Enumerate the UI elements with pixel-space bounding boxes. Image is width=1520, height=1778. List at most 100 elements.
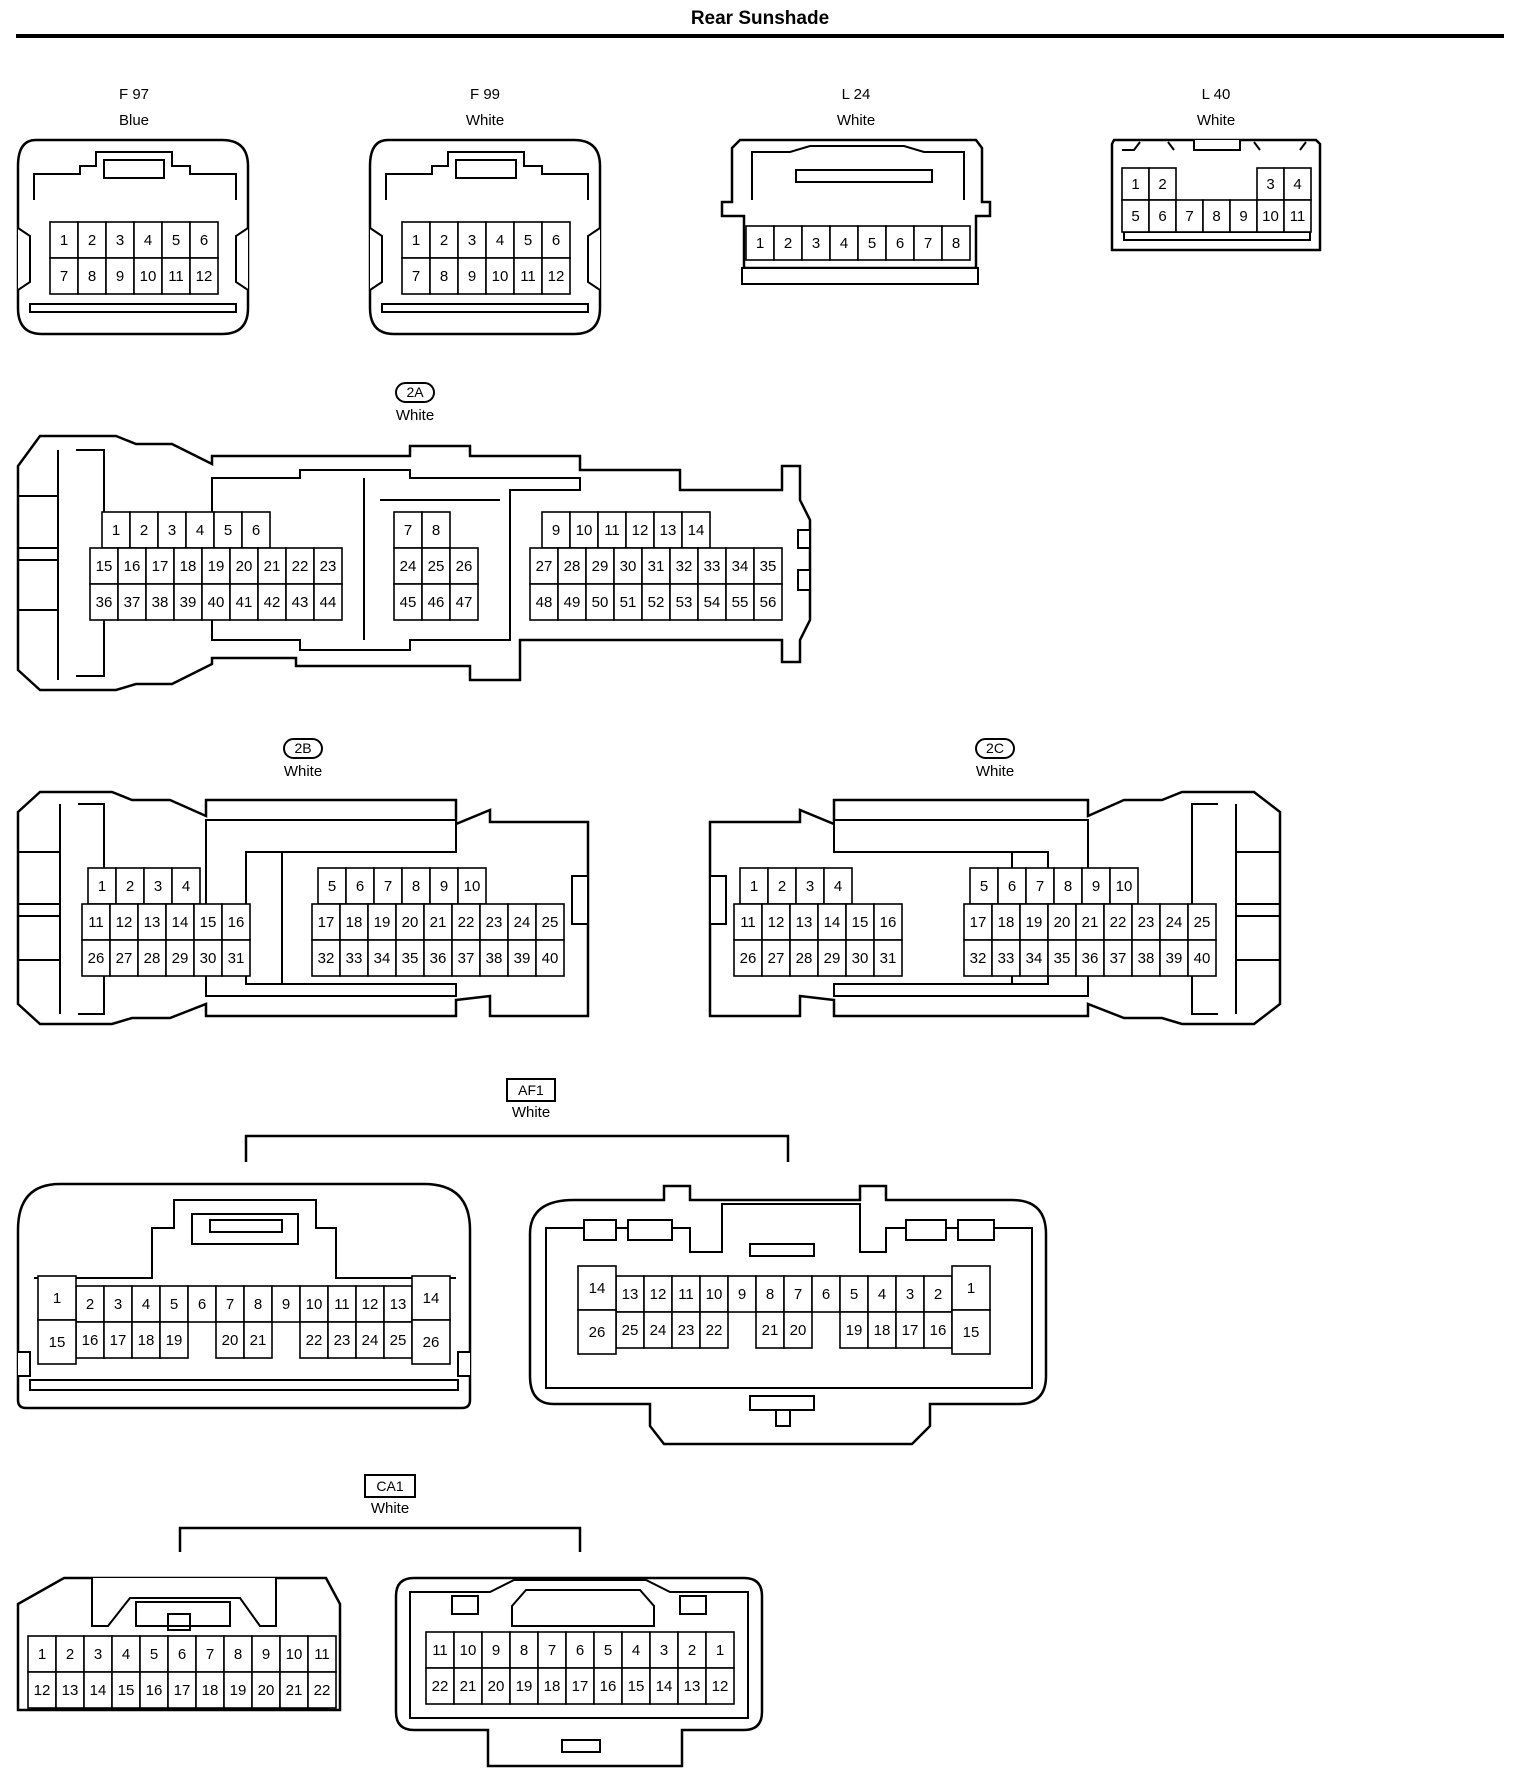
pin-af1-female-end-cell: [577, 1309, 617, 1355]
pin-c2c_right-cell: [1159, 903, 1189, 941]
pin-ca1_male-pin-label: 19: [230, 1682, 247, 1699]
pin-f97-pin-label: 11: [168, 268, 184, 285]
pin-c2a_right-pin-label: 29: [592, 558, 609, 575]
pin-ca1_male-pin-label: 1: [38, 1646, 46, 1663]
pin-c2b_right-pin-label: 39: [514, 950, 531, 967]
pin-ca1_male-pin-label: 21: [286, 1682, 303, 1699]
pin-f97-cell: [161, 257, 191, 295]
connector-2a-label: 2A White: [365, 382, 465, 425]
pin-ca1_male-cell: [223, 1671, 253, 1709]
pin-l40-cell: [1148, 167, 1177, 201]
pin-f97-pin-label: 7: [60, 268, 68, 285]
pin-c2a_right-cell: [585, 583, 615, 621]
pin-ca1_male-cell: [195, 1671, 225, 1709]
pin-c2b_left-pin-label: 13: [144, 914, 161, 931]
pin-ca1_male-cell: [307, 1671, 337, 1709]
pin-c2b_right-cell: [507, 903, 537, 941]
pin-ca1_female-pin-label: 6: [576, 1642, 584, 1659]
pin-l24-pin-label: 6: [896, 235, 904, 252]
pin-c2a_mid-cell: [393, 583, 423, 621]
pin-l40-pin-label: 11: [1290, 208, 1306, 225]
pin-c2b_left-pin-label: 1: [98, 878, 106, 895]
pin-af1_male-pin-label: 18: [138, 1332, 155, 1349]
pin-c2c_right-pin-label: 39: [1166, 950, 1183, 967]
pin-c2b_right-pin-label: 5: [328, 878, 336, 895]
pin-af1-female-end-cell: [951, 1265, 991, 1311]
pin-c2c_right-cell: [1103, 903, 1133, 941]
pin-ca1_male-pin-label: 7: [206, 1646, 214, 1663]
pin-ca1_female-pin-label: 10: [460, 1642, 477, 1659]
pin-af1_female-pin-label: 7: [794, 1286, 802, 1303]
pin-af1_female-cell: [671, 1275, 701, 1313]
pin-ca1_female-cell: [593, 1631, 623, 1669]
pin-c2c_right-cell: [1019, 939, 1049, 977]
pin-ca1_female-pin-label: 14: [656, 1678, 673, 1695]
pin-c2c_left-pin-label: 16: [880, 914, 897, 931]
pin-c2c_right-cell: [1187, 903, 1217, 941]
pin-c2b_right-pin-label: 40: [542, 950, 559, 967]
pin-c2a_mid-pin-label: 45: [400, 594, 417, 611]
connector-color: Blue: [118, 112, 150, 129]
pin-ca1_female-cell: [509, 1631, 539, 1669]
pin-f99-pin-label: 11: [520, 268, 536, 285]
pin-c2c_right-pin-label: 32: [970, 950, 987, 967]
pin-c2b_left-pin-label: 14: [172, 914, 189, 931]
connector-2b-label: 2B White: [253, 738, 353, 781]
pin-c2a_right-cell: [557, 547, 587, 585]
pin-c2c_right-pin-label: 8: [1064, 878, 1072, 895]
pin-c2c_left-cell: [761, 939, 791, 977]
pin-c2c_left-pin-label: 13: [796, 914, 813, 931]
pin-af1_female-pin-label: 3: [906, 1286, 914, 1303]
pin-ca1_female-cell: [621, 1631, 651, 1669]
pin-f97-pin-label: 6: [200, 232, 208, 249]
connector-af1-label: AF1 White: [481, 1078, 581, 1122]
pin-af1_male-cell: [159, 1321, 189, 1359]
connector-l24-label: L 24 White: [806, 86, 906, 130]
pin-c2a_left-pin-label: 6: [252, 522, 260, 539]
pin-f97-pin-label: 2: [88, 232, 96, 249]
pin-ca1_female-pin-label: 21: [460, 1678, 477, 1695]
pin-f97-pin-label: 3: [116, 232, 124, 249]
pin-af1_male-cell: [243, 1321, 273, 1359]
pin-c2c_left-cell: [823, 867, 853, 905]
connector-code: 2B: [283, 738, 323, 759]
pin-ca1_female-pin-label: 1: [716, 1642, 724, 1659]
pin-c2a_right-cell: [669, 547, 699, 585]
pin-af1_female-cell: [643, 1311, 673, 1349]
pin-af1_female-pin-label: 24: [650, 1322, 667, 1339]
pin-c2b_right-cell: [367, 939, 397, 977]
pin-c2a_right-pin-label: 50: [592, 594, 609, 611]
pin-af1_female-cell: [755, 1311, 785, 1349]
pin-c2a_right-pin-label: 12: [632, 522, 649, 539]
pin-c2c_right-cell: [1187, 939, 1217, 977]
pin-c2a_right-cell: [681, 511, 711, 549]
pin-c2b_left-pin-label: 28: [144, 950, 161, 967]
pin-ca1_male-pin-label: 8: [234, 1646, 242, 1663]
pin-l24-pin-label: 7: [924, 235, 932, 252]
pin-l40-pin-label: 1: [1131, 176, 1139, 193]
pin-l24-cell: [941, 225, 971, 261]
page-title: Rear Sunshade: [690, 8, 830, 29]
pin-l40-cell: [1148, 199, 1177, 233]
pin-c2b_left-cell: [81, 939, 111, 977]
pin-l40-cell: [1283, 199, 1312, 233]
pin-f99-pin-label: 8: [440, 268, 448, 285]
pin-f99-cell: [541, 257, 571, 295]
pin-c2b_left-cell: [137, 903, 167, 941]
pin-f97-pin-label: 9: [116, 268, 124, 285]
pin-c2c_left-cell: [795, 867, 825, 905]
pin-c2b_left-pin-label: 11: [88, 914, 104, 931]
pin-c2a_right-pin-label: 9: [552, 522, 560, 539]
pin-af1_female-cell: [783, 1275, 813, 1313]
pin-c2a_right-pin-label: 10: [576, 522, 593, 539]
pin-ca1_male-pin-label: 6: [178, 1646, 186, 1663]
connector-color: White: [975, 763, 1015, 780]
pin-c2a_left-cell: [313, 583, 343, 621]
pin-f99-pin-label: 6: [552, 232, 560, 249]
pin-af1_female-pin-label: 8: [766, 1286, 774, 1303]
pin-c2c_left-pin-label: 27: [768, 950, 785, 967]
pin-c2b_right-pin-label: 23: [486, 914, 503, 931]
pin-c2b_right-pin-label: 32: [318, 950, 335, 967]
pin-ca1_female-pin-label: 16: [600, 1678, 617, 1695]
pin-c2b_right-cell: [339, 903, 369, 941]
